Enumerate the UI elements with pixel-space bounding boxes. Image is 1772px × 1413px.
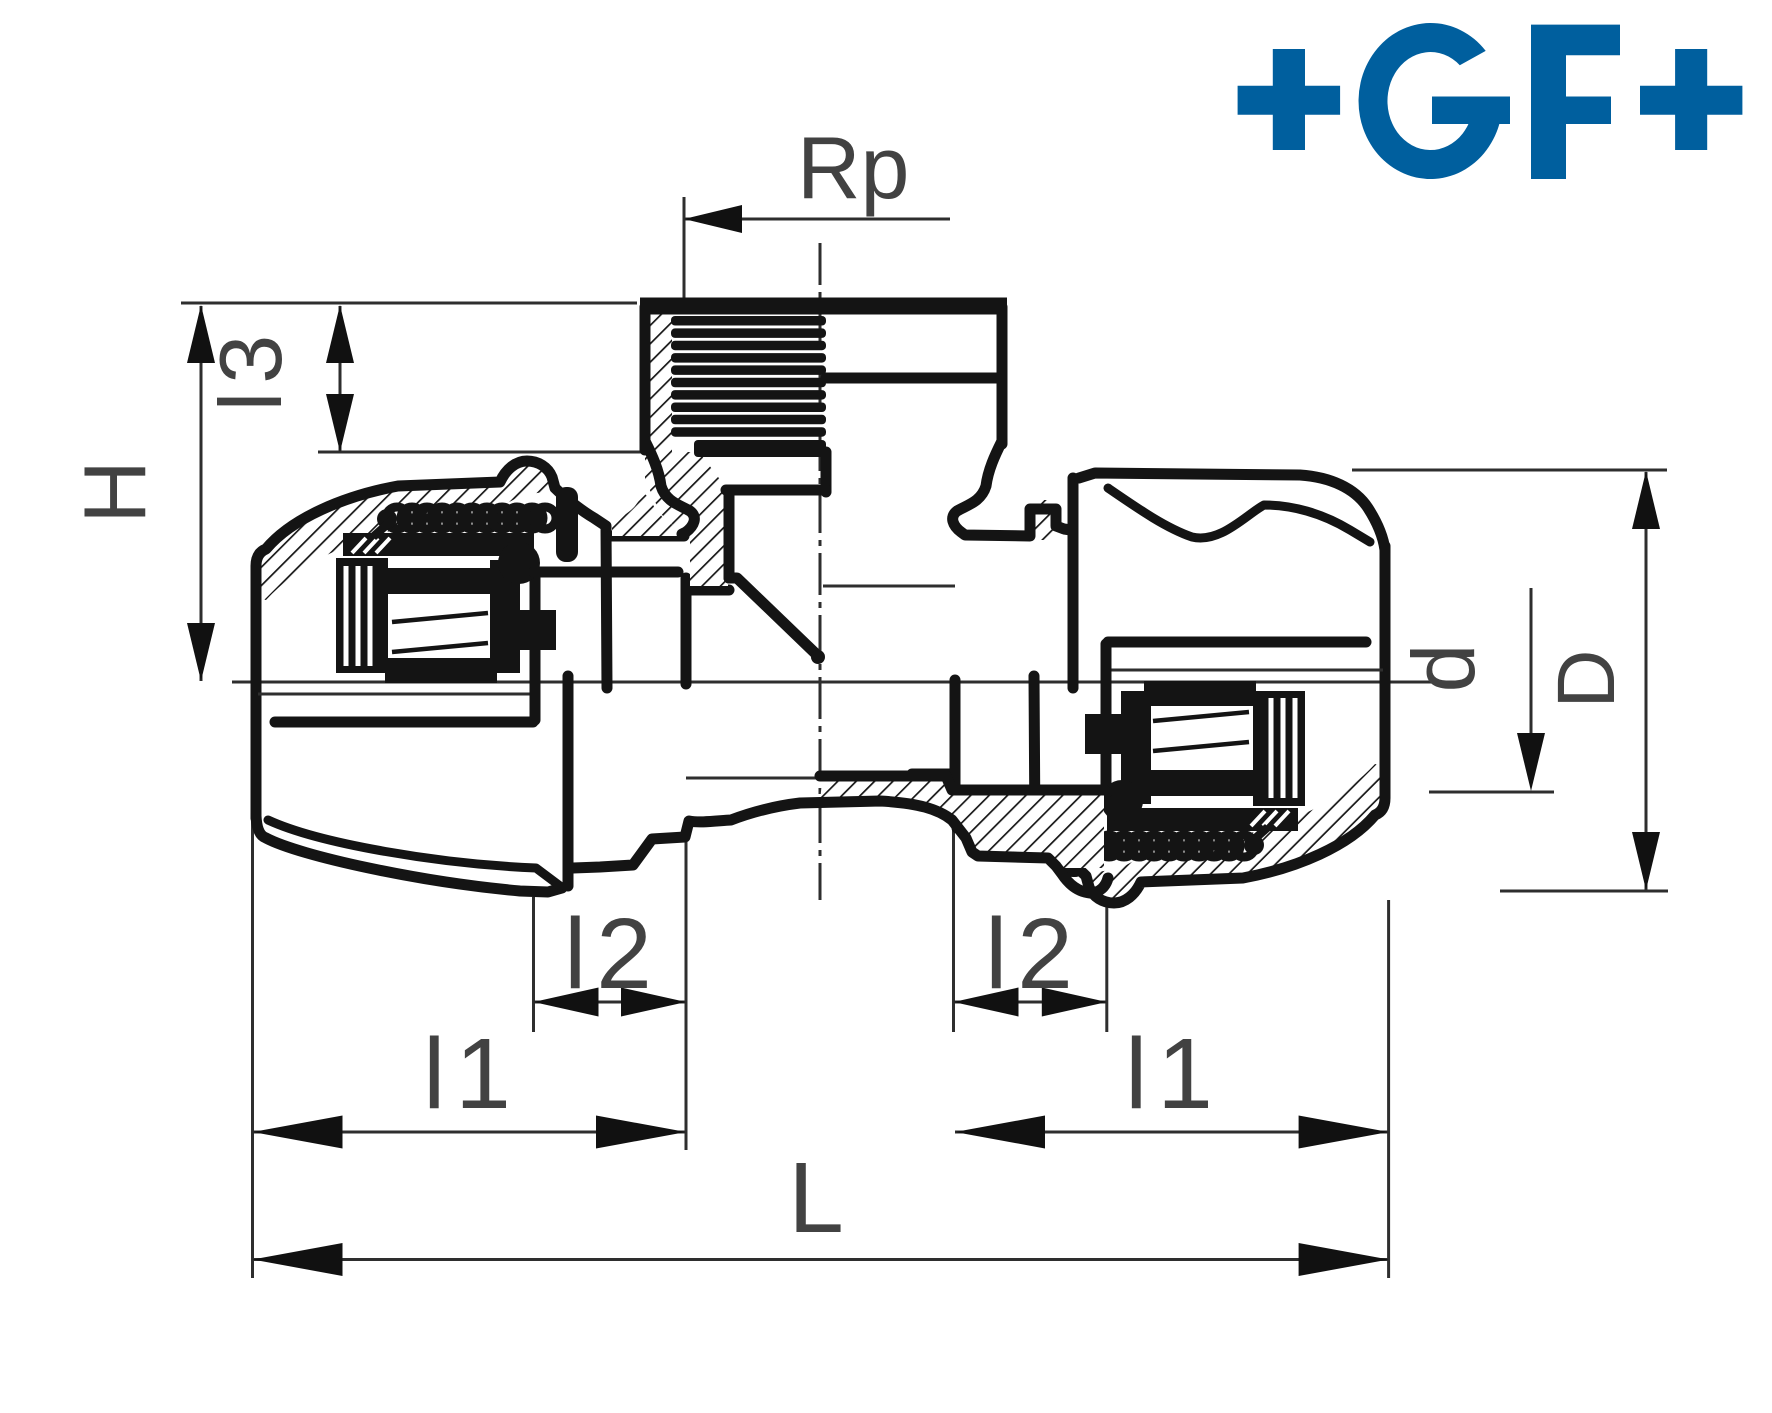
- svg-text:l2: l2: [564, 898, 662, 1010]
- svg-text:l3: l3: [201, 327, 300, 412]
- svg-text:l2: l2: [985, 898, 1083, 1010]
- svg-text:d: d: [1394, 644, 1493, 693]
- svg-text:l1: l1: [1125, 1018, 1223, 1130]
- svg-text:H: H: [65, 460, 164, 524]
- svg-text:l1: l1: [423, 1018, 521, 1130]
- svg-text:Rp: Rp: [797, 118, 910, 217]
- svg-text:D: D: [1541, 649, 1632, 708]
- svg-text:L: L: [788, 1142, 844, 1254]
